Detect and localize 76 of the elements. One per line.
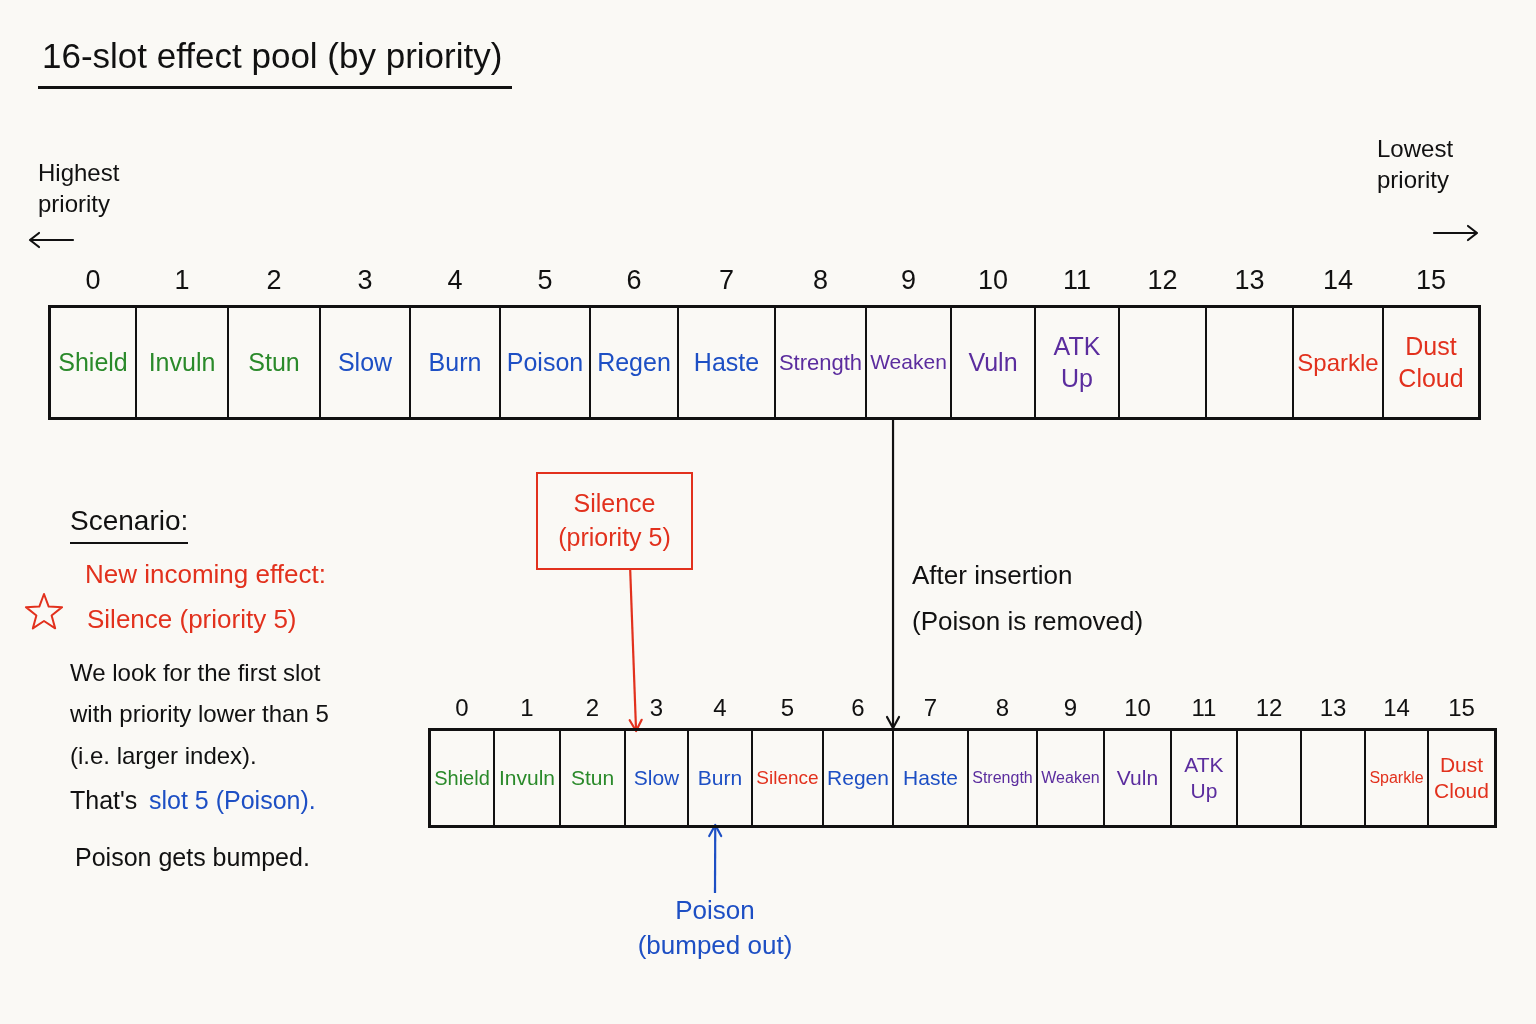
- slot-index: 9: [901, 265, 916, 296]
- effect-name: Slow: [337, 346, 393, 378]
- annotation-text: Silence (priority 5): [87, 603, 297, 636]
- slot-index: 2: [585, 694, 600, 722]
- slot-index: 0: [85, 265, 101, 296]
- slot-index: 0: [455, 694, 469, 722]
- effect-name: Dust Cloud: [1434, 751, 1489, 804]
- step-caption: After insertion (Poison is removed): [912, 559, 1145, 638]
- slot-index: 7: [719, 265, 734, 296]
- slot-index: 1: [174, 265, 190, 296]
- effect-name: Invuln: [148, 346, 216, 378]
- callout-box: Silence (priority 5): [536, 472, 693, 570]
- slot-index: 8: [995, 694, 1010, 722]
- slot-index: 15: [1416, 265, 1446, 296]
- section-heading: Scenario:: [70, 503, 189, 545]
- slot-index: 10: [978, 265, 1008, 296]
- slot-index: 3: [357, 265, 373, 296]
- effect-name: Haste: [903, 764, 958, 791]
- effect-name: Poison: [506, 346, 584, 378]
- effect-name: Stun: [570, 764, 615, 791]
- effect-name: Burn: [697, 764, 743, 791]
- effect-name: Vuln: [968, 346, 1018, 378]
- slot-index: 4: [713, 694, 727, 722]
- effect-name: Sparkle: [1369, 768, 1424, 788]
- slot-index: 15: [1448, 694, 1475, 722]
- slot-index: 14: [1383, 694, 1410, 722]
- annotation-text: Poison gets bumped.: [75, 842, 310, 873]
- slot-index: 8: [813, 265, 828, 296]
- slot-index: 6: [626, 265, 642, 296]
- effect-name: Invuln: [498, 764, 555, 791]
- slot-index: 5: [537, 265, 553, 296]
- annotation-text: Poison (bumped out): [630, 893, 800, 964]
- slot-index: 7: [923, 694, 938, 722]
- effect-name: Sparkle: [1297, 347, 1379, 378]
- effect-name: Shield: [434, 765, 490, 791]
- arrow: [885, 420, 901, 730]
- slot-index: 5: [780, 694, 795, 722]
- effect-name: Vuln: [1116, 764, 1159, 791]
- slot-index: 6: [851, 694, 865, 722]
- arrow: [708, 823, 723, 893]
- effect-name: Shield: [58, 346, 128, 378]
- axis-note: Highest priority: [38, 158, 121, 220]
- effect-name: ATK Up: [1053, 331, 1101, 394]
- effect-name: Regen: [597, 346, 671, 378]
- slot-index: 4: [447, 265, 463, 296]
- annotation-text: slot 5 (Poison).: [149, 785, 316, 816]
- slot-index: 13: [1319, 694, 1347, 722]
- effect-name: Regen: [827, 764, 889, 791]
- diagram-title: 16-slot effect pool (by priority): [38, 36, 513, 89]
- effect-name: Strength: [972, 768, 1033, 788]
- slot-index: 9: [1063, 694, 1078, 722]
- slot-index: 3: [649, 694, 664, 722]
- effect-name: Silence: [756, 766, 819, 790]
- effect-name: ATK Up: [1184, 751, 1224, 804]
- axis-note: Lowest priority: [1377, 134, 1455, 196]
- slot-index: 1: [520, 694, 534, 722]
- effect-name: Weaken: [870, 349, 947, 376]
- slot-index: 13: [1234, 265, 1265, 296]
- slot-index: 14: [1323, 265, 1353, 296]
- slot-index: 2: [266, 265, 282, 296]
- effect-name: Slow: [633, 764, 680, 791]
- annotation-text: We look for the first slot with priority lower than 5 (i.e. larger index).: [70, 658, 330, 771]
- slot-index: 11: [1063, 265, 1091, 296]
- effect-name: Stun: [248, 346, 300, 378]
- effect-name: Haste: [693, 346, 760, 378]
- effect-name: Burn: [428, 346, 482, 378]
- slot-index: 10: [1124, 694, 1151, 722]
- arrow: [628, 569, 643, 733]
- slot-index: 12: [1147, 265, 1178, 296]
- effect-name: Weaken: [1041, 768, 1100, 788]
- annotation-text: New incoming effect:: [85, 558, 326, 591]
- effect-name: Dust Cloud: [1398, 331, 1464, 394]
- slot-index: 11: [1191, 694, 1217, 722]
- effect-name: Strength: [778, 348, 863, 377]
- annotation-text: That's: [70, 785, 138, 816]
- slot-index: 12: [1255, 694, 1283, 722]
